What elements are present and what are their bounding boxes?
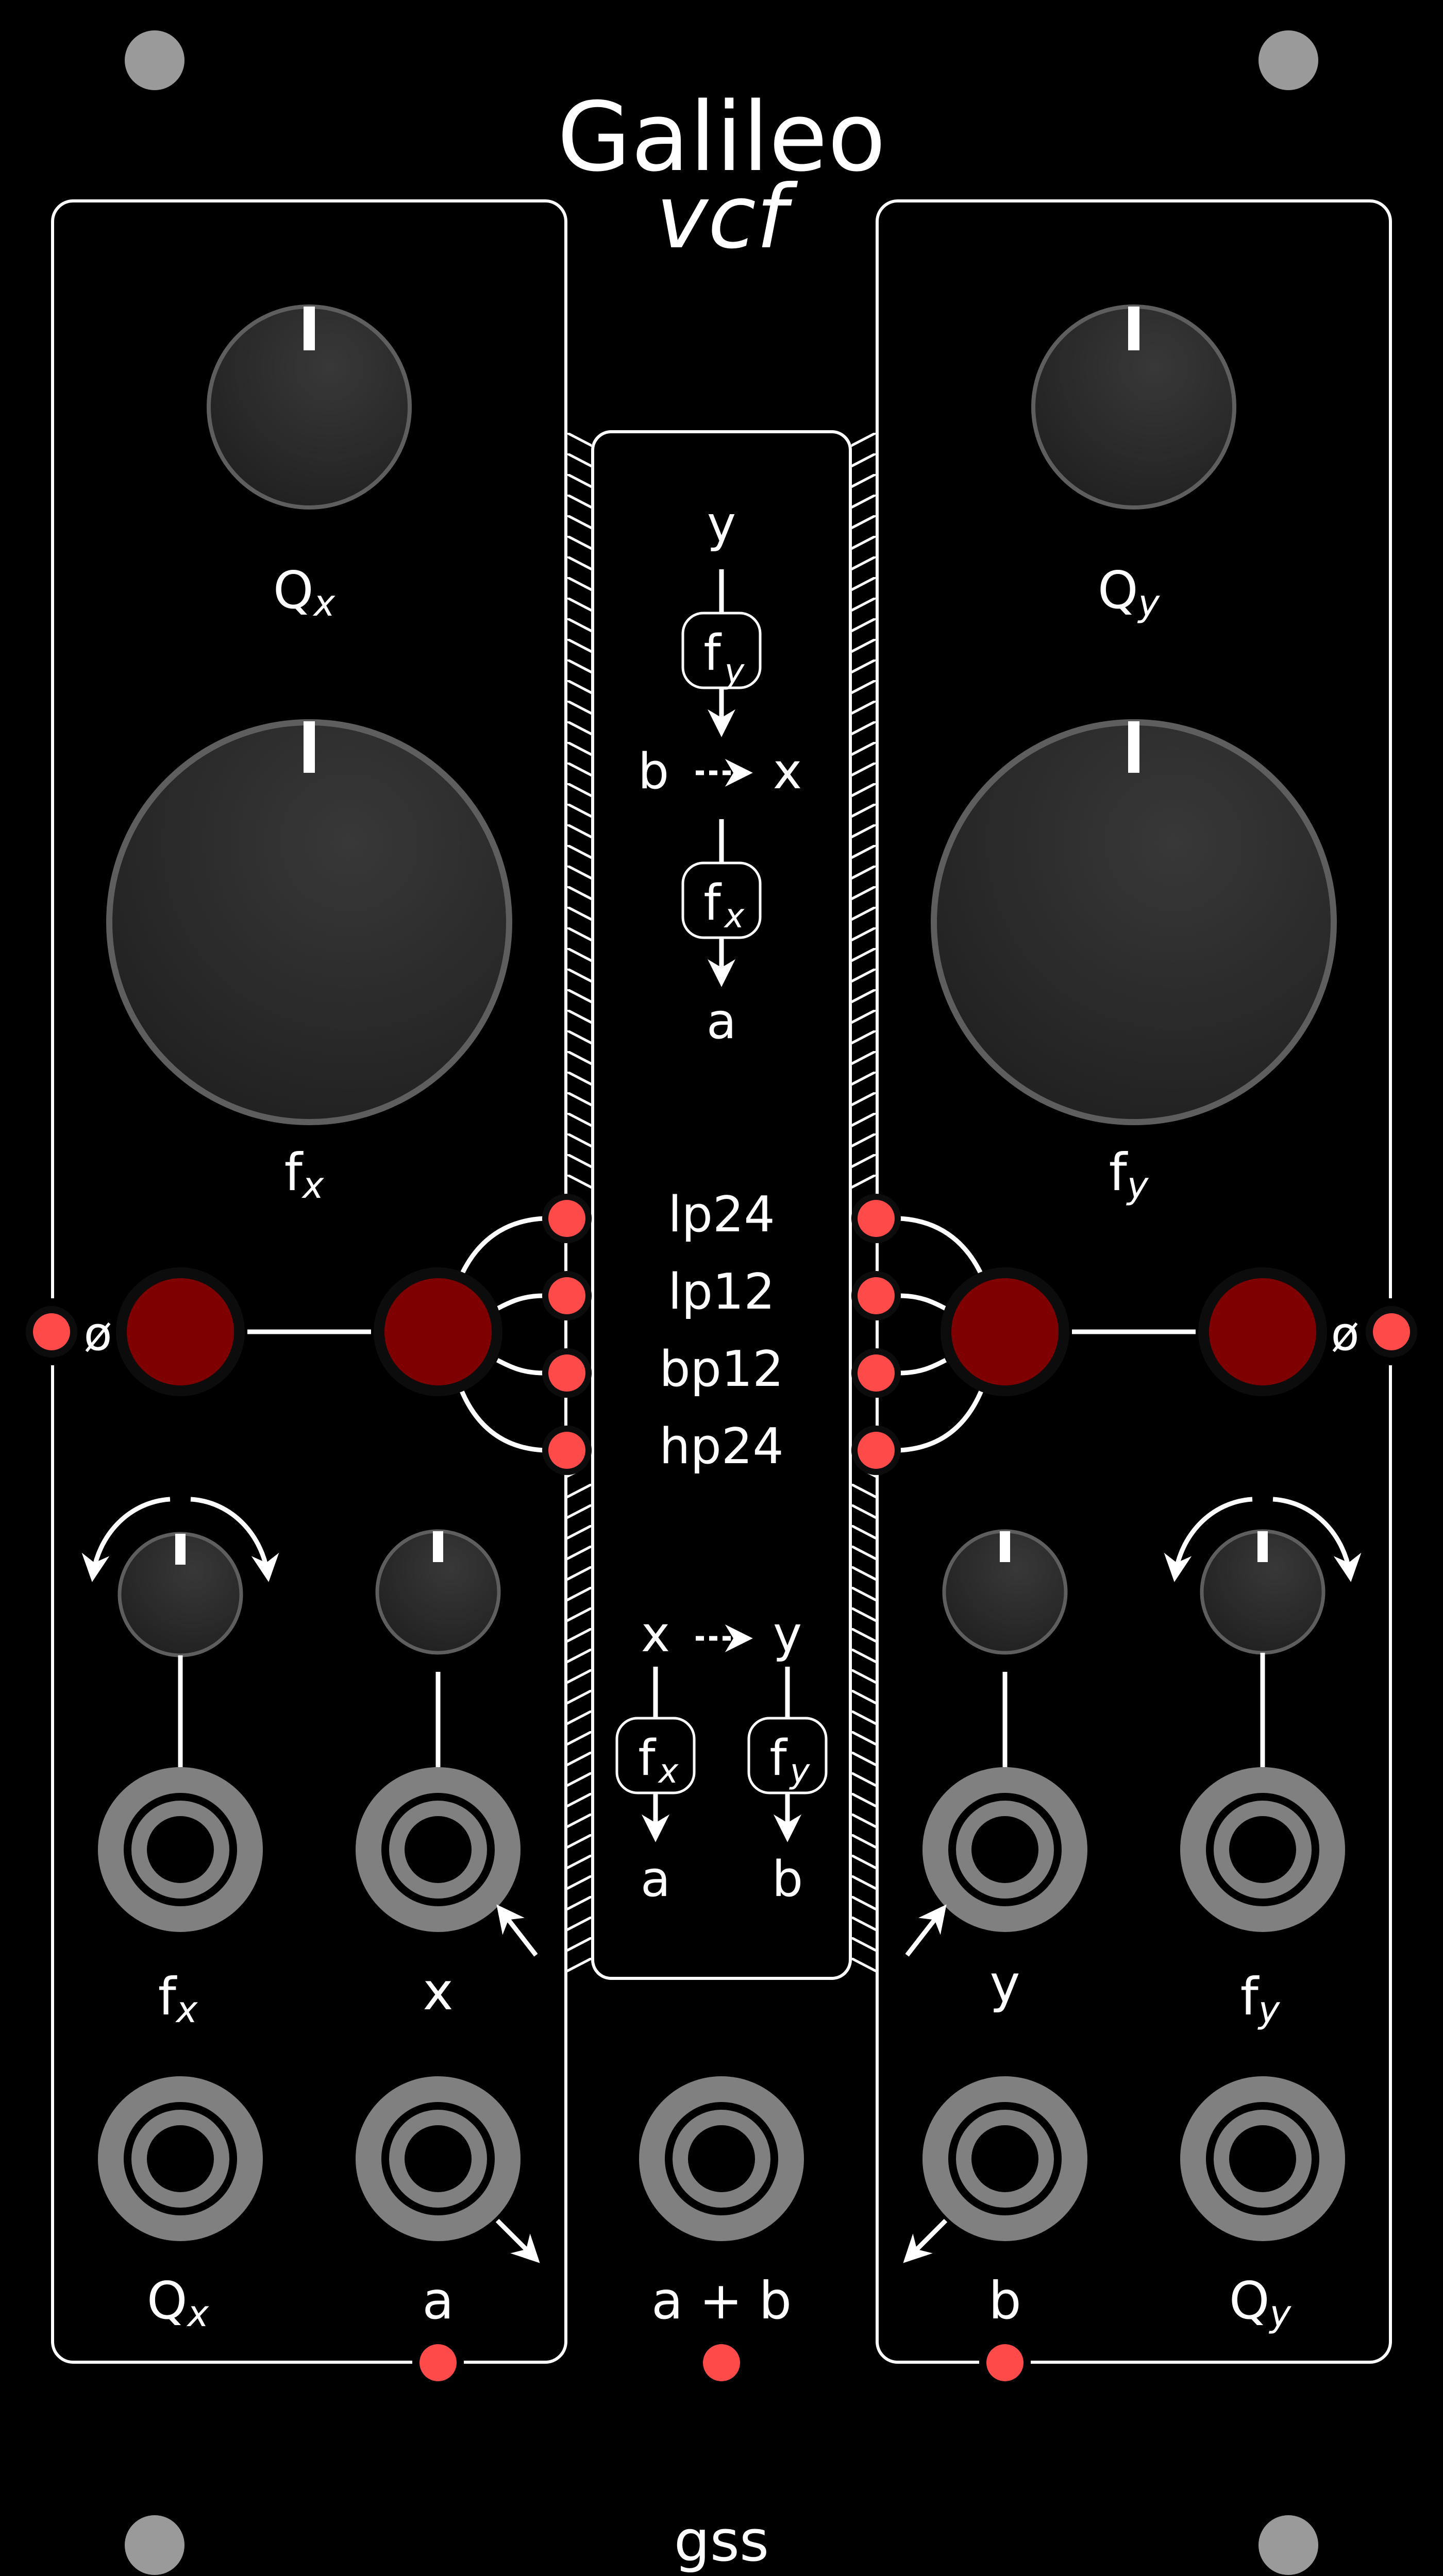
svg-text:x: x xyxy=(641,1606,670,1663)
brand-label: gss xyxy=(674,2508,769,2574)
svg-text:y: y xyxy=(707,496,736,553)
svg-text:y: y xyxy=(724,652,745,691)
output-led-b xyxy=(986,2344,1023,2381)
jack-a-output[interactable] xyxy=(356,2076,521,2241)
svg-text:y: y xyxy=(773,1606,802,1663)
jack-b-output-label: b xyxy=(988,2270,1021,2331)
left-hatch-rail-lower xyxy=(567,1473,592,1978)
invert-button-left[interactable] xyxy=(116,1267,245,1396)
led-bp12-left xyxy=(548,1354,585,1392)
y-level-knob[interactable] xyxy=(942,1529,1068,1655)
q-knob-right-label: Qy xyxy=(1098,560,1161,624)
output-led-a xyxy=(420,2344,457,2381)
svg-text:a: a xyxy=(641,1851,670,1908)
center-routing-box xyxy=(591,430,852,1980)
fx-cv-attenuverter-knob[interactable] xyxy=(118,1532,243,1657)
jack-fy-cv[interactable] xyxy=(1180,1767,1345,1932)
module-subtitle: vcf xyxy=(656,166,798,268)
jack-b-output[interactable] xyxy=(922,2076,1087,2241)
invert-label-right: ø xyxy=(1331,1307,1359,1361)
jack-a-output-label: a xyxy=(422,2270,454,2331)
input-arrow-x xyxy=(496,1904,538,1957)
led-hp24-right xyxy=(858,1432,895,1469)
left-hatch-rail xyxy=(567,433,592,1195)
led-lp12-left xyxy=(548,1277,585,1314)
output-arrow-b xyxy=(903,2218,948,2263)
jack-qy-cv[interactable] xyxy=(1180,2076,1345,2241)
led-lp24-right xyxy=(858,1200,895,1237)
module-title: Galileo xyxy=(557,81,886,193)
jack-y-input[interactable] xyxy=(922,1767,1087,1932)
jack-qy-cv-label: Qy xyxy=(1229,2270,1292,2335)
frequency-knob-left[interactable] xyxy=(106,719,512,1125)
right-hatch-rail xyxy=(851,433,876,1195)
q-knob-left[interactable] xyxy=(207,304,412,510)
mode-button-left[interactable] xyxy=(374,1267,502,1396)
output-arrow-a xyxy=(495,2218,540,2263)
led-lp12-right xyxy=(858,1277,895,1314)
jack-qx-cv-label: Qx xyxy=(147,2270,209,2335)
svg-text:x: x xyxy=(724,897,745,936)
svg-text:f: f xyxy=(769,1730,788,1787)
frequency-knob-left-label: fx xyxy=(284,1142,324,1207)
svg-text:y: y xyxy=(789,1752,811,1791)
q-knob-right[interactable] xyxy=(1031,304,1236,510)
right-section-frame xyxy=(876,199,1392,2364)
screw-hole-top-right xyxy=(1259,30,1318,90)
q-knob-left-label: Qx xyxy=(273,560,335,624)
svg-text:f: f xyxy=(703,625,722,682)
jack-fx-cv[interactable] xyxy=(98,1767,263,1932)
invert-label-left: ø xyxy=(83,1307,112,1361)
frequency-knob-right[interactable] xyxy=(931,719,1337,1125)
svg-text:x: x xyxy=(658,1752,679,1791)
frequency-knob-right-label: fy xyxy=(1109,1142,1149,1207)
mode-label-lp24: lp24 xyxy=(668,1187,775,1243)
bipolar-arrows-left xyxy=(81,1497,279,1582)
routing-diagram-top: y f y b x f x a xyxy=(638,496,802,1050)
right-hatch-rail-lower xyxy=(851,1473,876,1978)
led-bp12-right xyxy=(858,1354,895,1392)
led-lp24-left xyxy=(548,1200,585,1237)
left-section-frame xyxy=(51,199,567,2364)
routing-diagram-bottom: x y f x f y a b xyxy=(615,1606,828,1908)
svg-text:f: f xyxy=(703,875,722,931)
invert-led-left xyxy=(33,1313,70,1350)
jack-fy-cv-label: fy xyxy=(1240,1967,1281,2031)
screw-hole-bottom-left xyxy=(125,2515,184,2575)
right-mode-leds xyxy=(851,1194,901,1475)
output-led-sum xyxy=(703,2344,740,2381)
mode-label-hp24: hp24 xyxy=(659,1418,783,1475)
mode-label-lp12: lp12 xyxy=(668,1264,775,1320)
jack-sum-output[interactable] xyxy=(639,2076,804,2241)
input-arrow-y xyxy=(905,1904,947,1957)
x-level-knob[interactable] xyxy=(375,1529,501,1655)
invert-button-right[interactable] xyxy=(1198,1267,1327,1396)
svg-text:x: x xyxy=(773,743,802,800)
mode-button-right[interactable] xyxy=(941,1267,1069,1396)
svg-text:b: b xyxy=(638,743,669,800)
bipolar-arrows-right xyxy=(1164,1497,1362,1582)
mode-label-bp12: bp12 xyxy=(659,1341,784,1398)
filter-mode-labels: lp24 lp12 bp12 hp24 xyxy=(659,1187,784,1475)
invert-led-right xyxy=(1373,1313,1410,1350)
led-hp24-left xyxy=(548,1432,585,1469)
screw-hole-bottom-right xyxy=(1259,2515,1318,2575)
jack-x-input[interactable] xyxy=(356,1767,521,1932)
svg-text:f: f xyxy=(638,1730,657,1787)
svg-text:b: b xyxy=(772,1851,803,1908)
jack-sum-output-label: a + b xyxy=(651,2270,792,2331)
jack-y-input-label: y xyxy=(989,1954,1020,2014)
jack-qx-cv[interactable] xyxy=(98,2076,263,2241)
jack-fx-cv-label: fx xyxy=(158,1967,198,2031)
screw-hole-top-left xyxy=(125,30,184,90)
fy-cv-attenuverter-knob[interactable] xyxy=(1200,1529,1325,1655)
jack-x-input-label: x xyxy=(423,1961,453,2022)
left-mode-leds xyxy=(542,1194,592,1475)
svg-text:a: a xyxy=(707,993,736,1050)
